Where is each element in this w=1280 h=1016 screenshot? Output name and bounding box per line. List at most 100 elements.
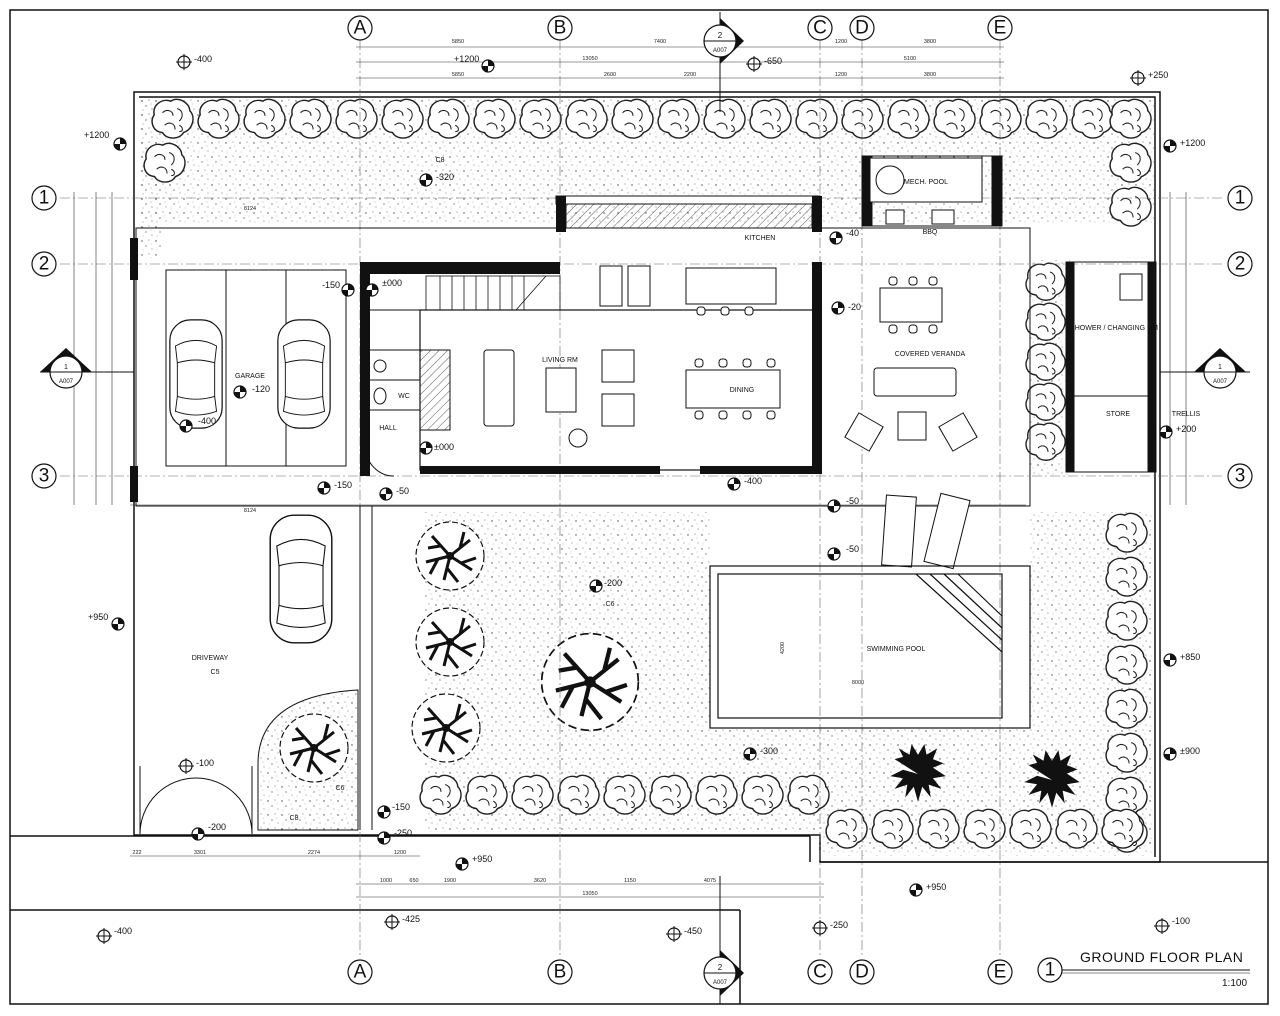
grid-label-d-top: D: [855, 18, 869, 39]
garage: [130, 238, 347, 644]
grid-label-3-left: 3: [39, 466, 50, 487]
svg-text:8000: 8000: [852, 680, 864, 686]
section-marker-top: 2 A007: [703, 12, 744, 112]
room-label-pool: SWIMMING POOL: [867, 646, 926, 653]
grid-label-e-bottom: E: [994, 962, 1007, 983]
svg-text:3800: 3800: [924, 39, 936, 45]
svg-text:2: 2: [718, 31, 723, 40]
room-label-living: LIVING RM: [542, 357, 578, 364]
svg-text:±000: ±000: [434, 442, 454, 452]
svg-text:C6: C6: [606, 601, 615, 608]
svg-text:-400: -400: [744, 476, 762, 486]
room-label-garage: GARAGE: [235, 373, 265, 380]
grid-label-c-bottom: C: [813, 962, 827, 983]
svg-text:-50: -50: [846, 544, 859, 554]
svg-text:±000: ±000: [382, 278, 402, 288]
svg-text:-450: -450: [684, 926, 702, 936]
level-markers: -400 +1200 -650 +250 +1200 +1200 -320 -1…: [84, 54, 1205, 944]
grid-label-b-top: B: [554, 18, 567, 39]
room-label-driveway: DRIVEWAY: [192, 655, 229, 662]
section-marker-left: 1 A007: [40, 348, 134, 389]
svg-text:7400: 7400: [654, 39, 666, 45]
svg-text:+1200: +1200: [1180, 138, 1205, 148]
room-label-hall: HALL: [379, 425, 397, 432]
entrance-gate: [139, 766, 253, 835]
svg-text:-425: -425: [402, 914, 420, 924]
svg-text:1: 1: [64, 364, 68, 371]
grid-label-d-bottom: D: [855, 962, 869, 983]
room-label-trellis: TRELLIS: [1172, 411, 1201, 418]
svg-text:2200: 2200: [684, 72, 696, 78]
svg-text:13050: 13050: [582, 56, 597, 62]
room-label-shower: SHOWER / CHANGING RM: [1070, 325, 1158, 332]
svg-text:1200: 1200: [835, 39, 847, 45]
grid-bubble-labels: A B C D E A B C D E 1 2 3 1 2 3: [39, 18, 1246, 983]
svg-text:4075: 4075: [704, 878, 716, 884]
svg-text:-400: -400: [198, 416, 216, 426]
svg-text:3301: 3301: [194, 850, 206, 856]
svg-text:-50: -50: [396, 486, 409, 496]
site-boundary: [10, 91, 1268, 1004]
svg-text:-150: -150: [322, 280, 340, 290]
svg-text:4200: 4200: [780, 642, 786, 654]
svg-text:-150: -150: [334, 480, 352, 490]
grid-label-2-left: 2: [39, 254, 50, 275]
svg-text:222: 222: [132, 850, 141, 856]
grid-label-2-right: 2: [1235, 254, 1246, 275]
svg-text:3800: 3800: [924, 72, 936, 78]
svg-text:C6: C6: [336, 785, 345, 792]
section-marker-bottom: 2 A007: [703, 876, 744, 1004]
svg-text:-50: -50: [846, 496, 859, 506]
svg-text:-150: -150: [392, 802, 410, 812]
room-label-wc: WC: [398, 393, 410, 400]
grid-label-1-left: 1: [39, 188, 50, 209]
svg-text:1: 1: [1045, 960, 1056, 981]
svg-text:±900: ±900: [1180, 746, 1200, 756]
grid-label-3-right: 3: [1235, 466, 1246, 487]
svg-text:2274: 2274: [308, 850, 320, 856]
grid-label-a-bottom: A: [354, 962, 367, 983]
svg-text:5100: 5100: [904, 56, 916, 62]
svg-text:-250: -250: [830, 920, 848, 930]
svg-text:650: 650: [409, 878, 418, 884]
room-labels: GARAGE DRIVEWAY HALL WC KITCHEN LIVING R…: [192, 157, 1201, 822]
svg-text:-120: -120: [252, 384, 270, 394]
svg-text:1: 1: [1218, 364, 1222, 371]
svg-text:-300: -300: [760, 746, 778, 756]
svg-text:-20: -20: [848, 302, 861, 312]
svg-text:2: 2: [718, 963, 723, 972]
drawing-title: GROUND FLOOR PLAN: [1080, 949, 1243, 965]
svg-text:+1200: +1200: [454, 54, 479, 64]
room-label-store: STORE: [1106, 411, 1130, 418]
grid-label-c-top: C: [813, 18, 827, 39]
svg-text:3620: 3620: [534, 878, 546, 884]
svg-text:1000: 1000: [380, 878, 392, 884]
dimension-lines-top: [73, 46, 1187, 898]
svg-text:-320: -320: [436, 172, 454, 182]
grid-label-1-right: 1: [1235, 188, 1246, 209]
drawing-scale: 1:100: [1222, 978, 1247, 989]
svg-text:-200: -200: [604, 578, 622, 588]
svg-text:13050: 13050: [582, 891, 597, 897]
svg-text:5850: 5850: [452, 72, 464, 78]
svg-text:1150: 1150: [624, 878, 636, 884]
grid-label-e-top: E: [994, 18, 1007, 39]
svg-text:-400: -400: [114, 926, 132, 936]
room-label-bbq: BBQ: [923, 229, 938, 236]
svg-text:-200: -200: [208, 822, 226, 832]
grid-bubbles: [31, 15, 1253, 985]
grid-label-a-top: A: [354, 18, 367, 39]
svg-text:C8: C8: [436, 157, 445, 164]
wc-hall: [365, 309, 421, 477]
svg-text:-100: -100: [1172, 916, 1190, 926]
svg-text:-100: -100: [196, 758, 214, 768]
svg-text:A007: A007: [1213, 379, 1228, 385]
svg-text:2600: 2600: [604, 72, 616, 78]
svg-text:-40: -40: [846, 228, 859, 238]
room-label-kitchen: KITCHEN: [745, 235, 776, 242]
svg-text:A007: A007: [713, 48, 728, 54]
room-label-mech-pool: MECH. POOL: [904, 179, 948, 186]
svg-text:+950: +950: [926, 882, 946, 892]
svg-text:1200: 1200: [394, 850, 406, 856]
